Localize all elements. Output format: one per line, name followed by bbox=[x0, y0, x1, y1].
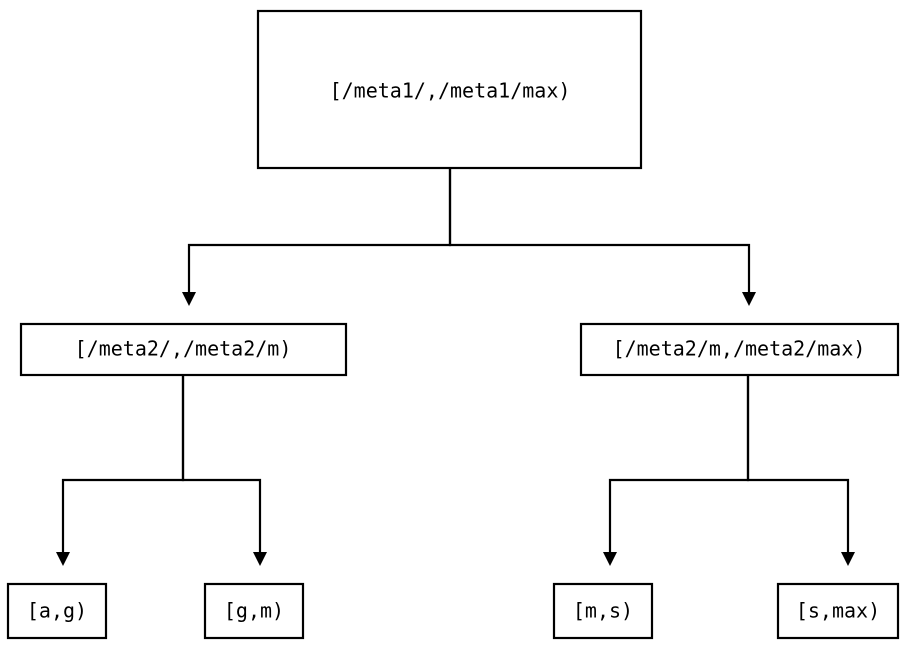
node-mid-left[interactable]: [/meta2/,/meta2/m) bbox=[19, 322, 348, 377]
node-mid-right[interactable]: [/meta2/m,/meta2/max) bbox=[579, 322, 900, 377]
node-leaf-g-m-box bbox=[203, 582, 305, 640]
node-leaf-a-g[interactable]: [a,g) bbox=[6, 582, 108, 640]
arrowhead-mid-left-to-leaf-a-g bbox=[56, 552, 70, 566]
arrowhead-root-to-mid-right bbox=[742, 292, 756, 306]
node-leaf-s-max-box bbox=[776, 582, 900, 640]
node-mid-right-box bbox=[579, 322, 900, 377]
edge-mid-left-to-leaf-a-g bbox=[61, 375, 185, 552]
edge-root-to-mid-right bbox=[448, 168, 751, 292]
node-mid-left-box bbox=[19, 322, 348, 377]
node-leaf-m-s[interactable]: [m,s) bbox=[552, 582, 654, 640]
node-leaf-s-max-label: [s,max) bbox=[796, 599, 880, 623]
edge-group-mid-right bbox=[603, 375, 855, 566]
edge-mid-right-to-leaf-s-max bbox=[746, 375, 850, 552]
node-mid-left-label: [/meta2/,/meta2/m) bbox=[75, 337, 292, 361]
node-leaf-g-m-label: [g,m) bbox=[224, 599, 284, 623]
edge-mid-right-to-leaf-m-s bbox=[608, 375, 750, 552]
arrowhead-mid-left-to-leaf-g-m bbox=[253, 552, 267, 566]
arrowhead-root-to-mid-left bbox=[182, 292, 196, 306]
node-leaf-s-max[interactable]: [s,max) bbox=[776, 582, 900, 640]
edge-group-mid-left bbox=[56, 375, 267, 566]
node-root-box bbox=[256, 9, 643, 170]
node-leaf-m-s-label: [m,s) bbox=[573, 599, 633, 623]
edge-mid-left-to-leaf-g-m bbox=[181, 375, 262, 552]
node-root[interactable]: [/meta1/,/meta1/max) bbox=[256, 9, 643, 170]
node-mid-right-label: [/meta2/m,/meta2/max) bbox=[613, 337, 866, 361]
node-leaf-m-s-box bbox=[552, 582, 654, 640]
node-leaf-g-m[interactable]: [g,m) bbox=[203, 582, 305, 640]
arrowhead-mid-right-to-leaf-s-max bbox=[841, 552, 855, 566]
node-leaf-a-g-label: [a,g) bbox=[27, 599, 87, 623]
node-leaf-a-g-box bbox=[6, 582, 108, 640]
edge-group-root bbox=[182, 168, 756, 306]
node-root-label: [/meta1/,/meta1/max) bbox=[330, 79, 571, 103]
edge-root-to-mid-left bbox=[187, 168, 452, 292]
arrowhead-mid-right-to-leaf-m-s bbox=[603, 552, 617, 566]
